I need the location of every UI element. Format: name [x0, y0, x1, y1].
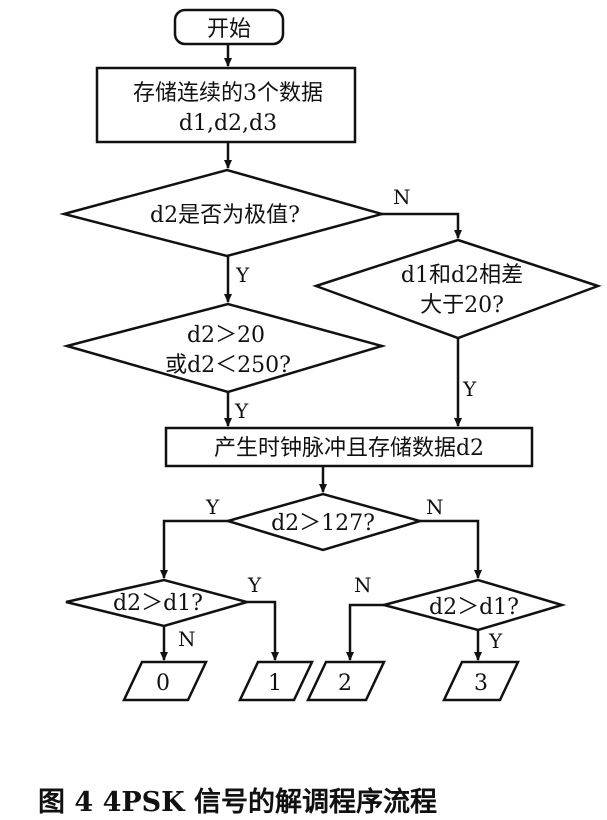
output-1-label: 1 — [268, 671, 282, 696]
output-0-label: 0 — [156, 671, 170, 696]
output-2-label: 2 — [338, 671, 352, 696]
right-no-label: N — [354, 573, 372, 597]
start-label: 开始 — [207, 17, 251, 42]
output-1-shape — [238, 660, 314, 702]
range-yes-label: Y — [234, 399, 249, 423]
arrow-left-out1 — [247, 600, 279, 661]
clock-process — [164, 426, 534, 468]
arrow-right-out2 — [346, 603, 384, 661]
left-yes-label: Y — [247, 573, 262, 597]
diff-decision — [312, 238, 602, 340]
right-yes-label: Y — [488, 629, 503, 653]
range-decision — [62, 302, 387, 394]
extreme-label: d2是否为极值? — [150, 203, 300, 228]
cmp-left-label: d2＞d1? — [113, 591, 203, 616]
output-2-shape — [306, 660, 386, 702]
arrow-gt127-right — [420, 519, 482, 579]
store-process — [95, 66, 357, 144]
arrow-gt127-left — [160, 519, 228, 579]
arrow-extreme-diff — [382, 212, 462, 239]
left-no-label: N — [178, 627, 196, 651]
range-label-line1: d2＞20 — [187, 323, 265, 348]
range-label-line2: 或d2＜250? — [165, 353, 291, 378]
output-0-shape — [122, 660, 208, 702]
extreme-no-label: N — [393, 185, 411, 209]
cmp-right-decision — [379, 578, 567, 632]
clock-label: 产生时钟脉冲且存储数据d2 — [214, 436, 484, 461]
extreme-yes-label: Y — [235, 263, 250, 287]
store-label-line2: d1,d2,d3 — [179, 111, 277, 136]
store-label-line1: 存储连续的3个数据 — [133, 81, 323, 106]
diff-label-line1: d1和d2相差 — [401, 263, 523, 288]
output-3-label: 3 — [474, 671, 488, 696]
gt127-label: d2＞127? — [271, 511, 375, 536]
gt127-no-label: N — [426, 495, 444, 519]
output-3-shape — [442, 660, 520, 702]
gt127-yes-label: Y — [205, 495, 220, 519]
cmp-right-label: d2＞d1? — [429, 595, 519, 620]
diff-label-line2: 大于20? — [420, 293, 504, 318]
diff-yes-label: Y — [462, 377, 477, 401]
figure-caption: 图 4 4PSK 信号的解调程序流程 — [38, 787, 438, 818]
flowchart: 开始 存储连续的3个数据 d1,d2,d3 d2是否为极值? d1和d2相差 大… — [59, 8, 602, 702]
